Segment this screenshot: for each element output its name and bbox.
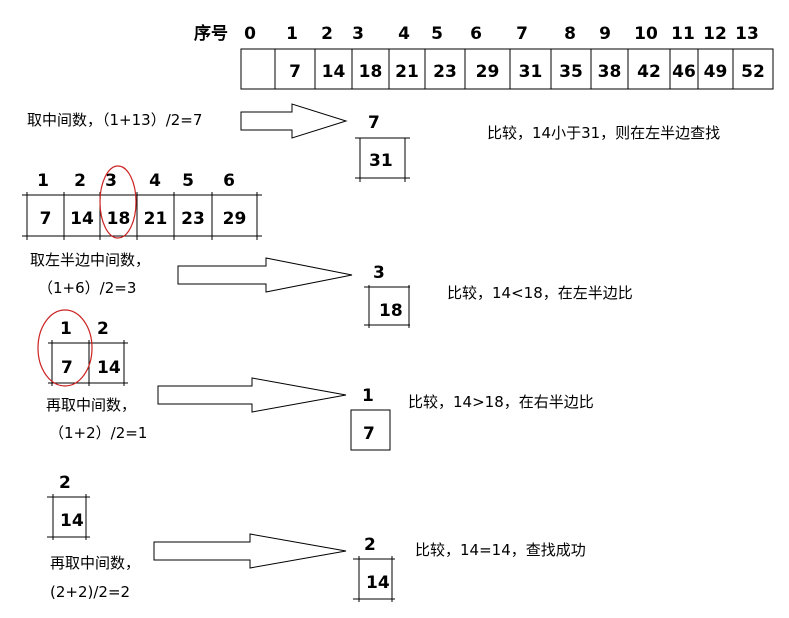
main-value-row: 7 14 18 21 23 29 31 35 38 42 46 49 52 (289, 62, 765, 82)
main-index-12: 12 (703, 24, 727, 44)
step4-text1: 再取中间数， (50, 554, 140, 572)
step3-result: 比较，14>18，在右半边比 (408, 393, 594, 411)
left-value-0: 7 (40, 209, 52, 229)
main-index-0: 0 (244, 24, 256, 44)
single-index: 2 (59, 473, 71, 493)
left-value-3: 21 (144, 209, 168, 229)
highlight-circle-18 (99, 165, 137, 239)
left-index-4: 4 (149, 171, 161, 191)
main-index-13: 13 (735, 24, 759, 44)
left-value-4: 23 (181, 209, 205, 229)
step1-text: 取中间数，（1+13）/2=7 (27, 111, 202, 129)
step2-mid-value: 18 (379, 301, 403, 321)
left-value-2: 18 (107, 209, 131, 229)
header-label: 序号 (194, 23, 228, 44)
step4-text2: (2+2)/2=2 (50, 583, 130, 601)
main-index-6: 6 (470, 24, 482, 44)
main-index-8: 8 (564, 24, 576, 44)
left-index-3: 3 (105, 171, 117, 191)
highlight-circle-7 (37, 309, 93, 387)
main-index-1: 1 (286, 24, 298, 44)
step3-text2: （1+2）/2=1 (49, 424, 147, 442)
left-value-1: 14 (70, 209, 94, 229)
main-index-5: 5 (431, 24, 443, 44)
pair-index-2: 2 (97, 319, 109, 339)
single-value: 14 (60, 511, 84, 531)
step2-mid-index: 3 (373, 263, 385, 283)
main-array-box (240, 48, 774, 90)
left-value-row: 7 14 18 21 23 29 (40, 209, 247, 229)
main-value-11: 46 (672, 62, 696, 82)
main-index-10: 10 (634, 24, 658, 44)
step1-mid-index: 7 (368, 113, 380, 133)
step3-mid-value: 7 (363, 424, 375, 444)
main-value-12: 49 (704, 62, 728, 82)
main-value-6: 29 (476, 62, 500, 82)
pair-value-2: 14 (97, 358, 121, 378)
main-value-5: 23 (433, 62, 457, 82)
main-value-4: 21 (395, 62, 419, 82)
main-value-10: 42 (637, 62, 661, 82)
main-index-11: 11 (671, 24, 695, 44)
main-index-7: 7 (516, 24, 528, 44)
pair-value-1: 7 (61, 358, 73, 378)
left-index-6: 6 (223, 171, 235, 191)
left-index-1: 1 (37, 171, 49, 191)
step3-cell (350, 409, 391, 451)
step4-arrow (153, 533, 347, 569)
left-index-2: 2 (74, 171, 86, 191)
step1-arrow (240, 103, 348, 139)
main-index-3: 3 (352, 24, 364, 44)
step1-result: 比较，14小于31，则在左半边查找 (487, 124, 720, 142)
main-value-8: 35 (559, 62, 583, 82)
step4-mid-value: 14 (366, 573, 390, 593)
step4-mid-index: 2 (364, 535, 376, 555)
main-index-2: 2 (321, 24, 333, 44)
main-value-3: 18 (359, 62, 383, 82)
step4-result: 比较，14=14，查找成功 (415, 541, 586, 559)
main-value-1: 7 (289, 62, 301, 82)
main-cell-dividers (274, 49, 734, 89)
step1-mid-value: 31 (369, 151, 393, 171)
step2-text1: 取左半边中间数， (30, 251, 150, 269)
step3-mid-index: 1 (362, 386, 374, 406)
main-value-7: 31 (519, 62, 543, 82)
step2-result: 比较，14<18，在左半边比 (447, 284, 633, 302)
step3-arrow (157, 377, 347, 413)
main-value-13: 52 (741, 62, 765, 82)
main-value-9: 38 (598, 62, 622, 82)
left-index-5: 5 (182, 171, 194, 191)
pair-index-1: 1 (60, 319, 72, 339)
left-value-5: 29 (223, 209, 247, 229)
step2-text2: （1+6）/2=3 (38, 279, 136, 297)
main-value-2: 14 (322, 62, 346, 82)
step2-arrow (177, 257, 353, 293)
step3-text1: 再取中间数， (46, 396, 136, 414)
main-index-4: 4 (398, 24, 410, 44)
main-index-9: 9 (599, 24, 611, 44)
